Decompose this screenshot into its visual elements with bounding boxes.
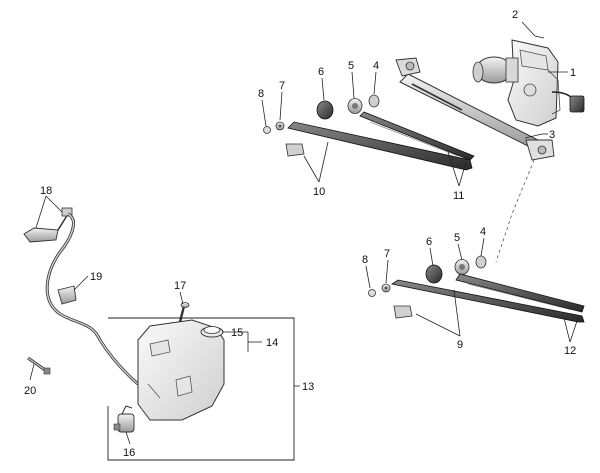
callout-20: 20: [24, 385, 36, 397]
callout-7-lower: 7: [384, 248, 390, 260]
small-parts-lower: [368, 255, 487, 297]
callout-18: 18: [40, 185, 52, 197]
washer-nozzle: [23, 207, 73, 243]
callout-16: 16: [123, 447, 135, 459]
callout-19: 19: [90, 271, 102, 283]
washer-pump: [113, 405, 135, 433]
wiper-motor: [472, 56, 519, 84]
callout-17: 17: [174, 280, 186, 292]
callout-12: 12: [564, 345, 576, 357]
callout-6-lower: 6: [426, 236, 432, 248]
wiper-linkage: [395, 57, 555, 161]
wiper-blade-upper: [359, 111, 475, 161]
callout-1: 1: [570, 67, 576, 79]
callout-7-upper: 7: [279, 80, 285, 92]
callout-2: 2: [512, 9, 518, 21]
callout-10: 10: [313, 186, 325, 198]
callout-4-lower: 4: [480, 226, 486, 238]
callout-11: 11: [453, 190, 464, 202]
callout-8-lower: 8: [362, 254, 368, 266]
group-bracket: [107, 317, 295, 461]
wiper-arm-upper: [285, 121, 473, 171]
washer-reservoir: [137, 319, 225, 421]
callout-5-upper: 5: [348, 60, 354, 72]
callout-6-upper: 6: [318, 66, 324, 78]
callout-15: 15: [231, 327, 243, 339]
wiper-arm-lower: [390, 279, 585, 323]
callout-3: 3: [549, 129, 555, 141]
wiper-motor-bracket: [507, 39, 585, 127]
callout-4-upper: 4: [373, 60, 379, 72]
callout-5-lower: 5: [454, 232, 460, 244]
cable-tie: [27, 356, 51, 375]
hose-clip: [57, 285, 77, 305]
leader-lines: [29, 21, 579, 445]
callout-8-upper: 8: [258, 88, 264, 100]
callout-14: 14: [266, 337, 278, 349]
small-parts-upper: [263, 94, 380, 134]
wiper-blade-lower: [455, 273, 585, 313]
dashed-guide: [495, 159, 535, 263]
tank-screw: [178, 302, 190, 323]
callout-9: 9: [457, 339, 463, 351]
callout-13: 13: [302, 381, 314, 393]
